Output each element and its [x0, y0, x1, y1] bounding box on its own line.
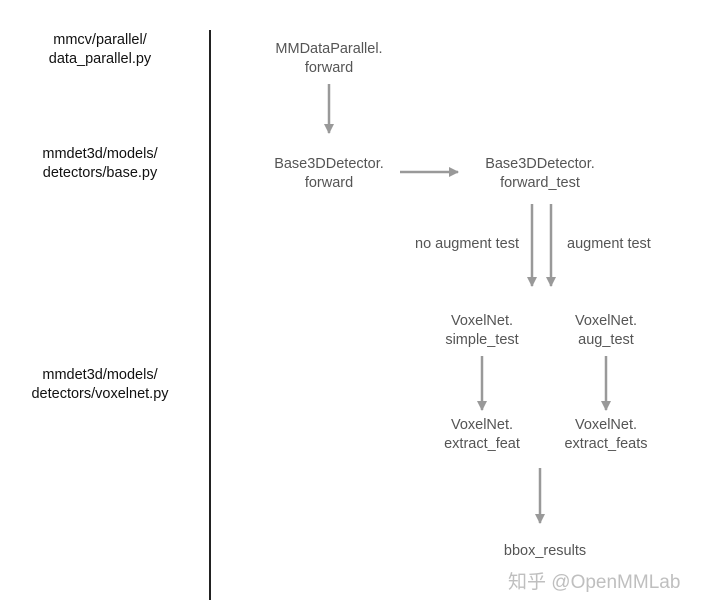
node-line: VoxelNet.	[574, 417, 638, 433]
file-label-line: data_parallel.py	[48, 51, 152, 67]
edge-label-augment-test: augment test	[567, 236, 651, 252]
file-label-line: mmcv/parallel/	[53, 32, 147, 48]
file-label-line: mmdet3d/models/	[42, 367, 158, 383]
file-label-line: mmdet3d/models/	[42, 146, 158, 162]
node-line: forward	[304, 60, 354, 76]
watermark: 知乎 @OpenMMLab	[508, 572, 681, 593]
file-label-mmcv-data-parallel: mmcv/parallel/ data_parallel.py	[0, 31, 200, 69]
node-line: MMDataParallel.	[275, 41, 383, 57]
file-label-base: mmdet3d/models/ detectors/base.py	[0, 145, 200, 183]
file-label-line: detectors/base.py	[42, 165, 158, 181]
file-label-line: detectors/voxelnet.py	[31, 386, 169, 402]
node-voxelnet-aug-test: VoxelNet. aug_test	[575, 312, 637, 350]
edge-label-no-augment-test: no augment test	[415, 236, 519, 252]
node-voxelnet-simple-test: VoxelNet. simple_test	[445, 312, 518, 350]
node-line: Base3DDetector.	[485, 156, 595, 172]
node-line: simple_test	[445, 332, 519, 348]
vertical-divider	[209, 30, 211, 600]
file-label-voxelnet: mmdet3d/models/ detectors/voxelnet.py	[0, 366, 200, 404]
node-line: VoxelNet.	[450, 417, 514, 433]
node-line: VoxelNet.	[574, 313, 638, 329]
node-line: bbox_results	[503, 543, 587, 559]
node-base3d-forward-test: Base3DDetector. forward_test	[485, 155, 595, 193]
node-bbox-results: bbox_results	[504, 542, 586, 561]
node-base3d-forward: Base3DDetector. forward	[274, 155, 384, 193]
node-voxelnet-extract-feats: VoxelNet. extract_feats	[564, 416, 647, 454]
node-line: extract_feat	[444, 436, 520, 452]
node-line: extract_feats	[564, 436, 648, 452]
node-line: forward_test	[500, 175, 580, 191]
node-line: VoxelNet.	[450, 313, 514, 329]
node-voxelnet-extract-feat: VoxelNet. extract_feat	[444, 416, 520, 454]
node-mmdataparallel-forward: MMDataParallel. forward	[275, 40, 382, 78]
node-line: aug_test	[578, 332, 634, 348]
node-line: Base3DDetector.	[274, 156, 384, 172]
node-line: forward	[304, 175, 354, 191]
